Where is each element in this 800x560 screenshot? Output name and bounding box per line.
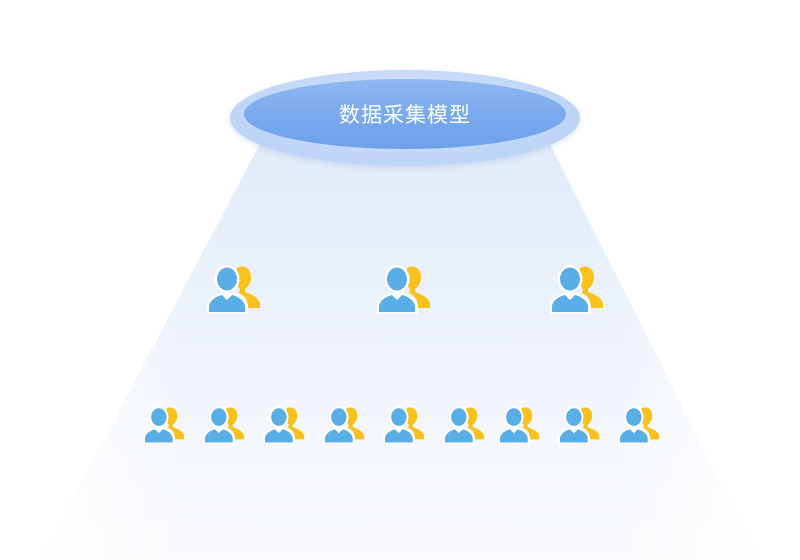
- user-group-icon: [202, 404, 247, 444]
- user-group-icon: [617, 404, 662, 444]
- title-ellipse-core: 数据采集模型: [244, 79, 566, 149]
- user-group-icon: [262, 404, 307, 444]
- user-group-icon: [376, 262, 433, 314]
- user-group-icon: [382, 404, 427, 444]
- diagram-title: 数据采集模型: [339, 103, 471, 127]
- user-group-icon: [442, 404, 487, 444]
- title-ellipse: 数据采集模型: [230, 70, 580, 166]
- user-group-icon: [497, 404, 542, 444]
- user-group-icon: [142, 404, 187, 444]
- user-group-icon: [549, 262, 606, 314]
- user-group-icon: [206, 262, 263, 314]
- user-group-icon: [557, 404, 602, 444]
- user-group-icon: [322, 404, 367, 444]
